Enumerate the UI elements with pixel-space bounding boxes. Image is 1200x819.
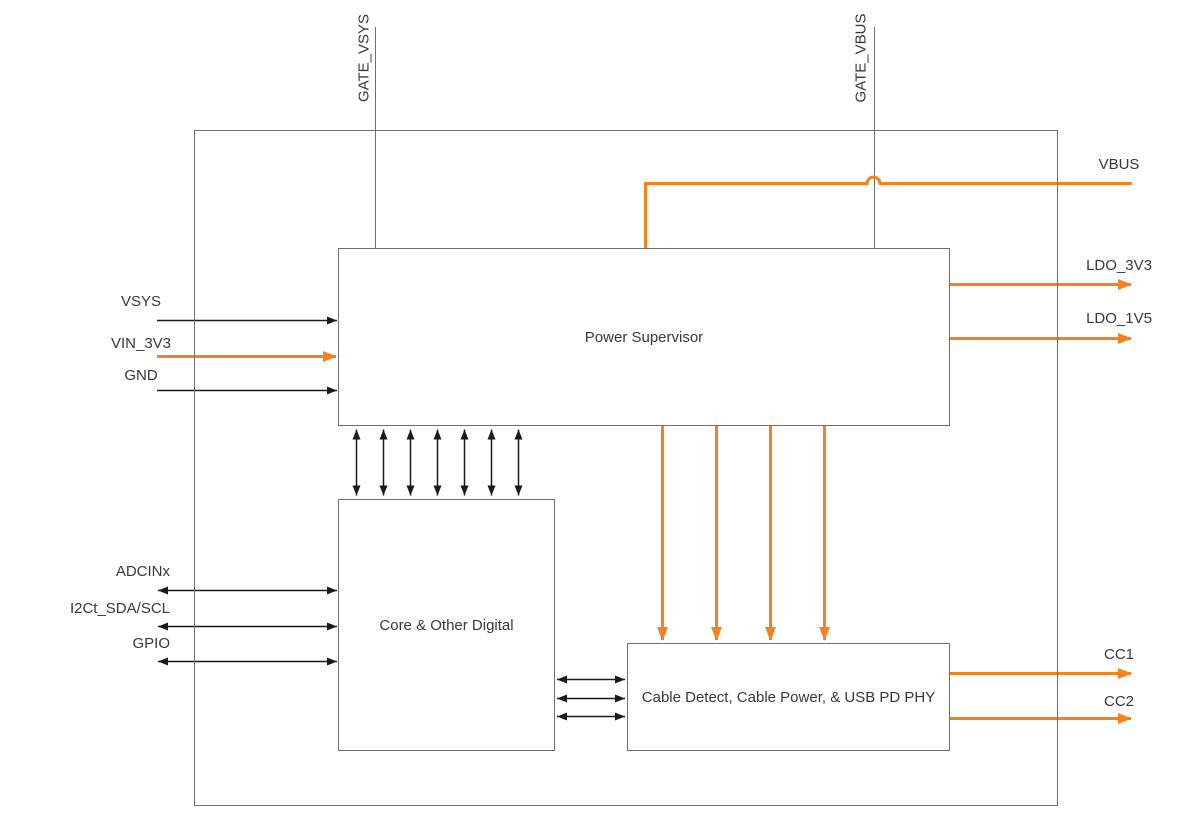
ldo-1v5-pin-label: LDO_1V5 <box>1086 310 1152 327</box>
power-supervisor-label: Power Supervisor <box>584 328 704 346</box>
cc1-pin-label: CC1 <box>1103 646 1134 663</box>
chip-boundary <box>194 130 1058 806</box>
adcinx-pin-label: ADCINx <box>115 563 170 580</box>
power-supervisor-block: Power Supervisor <box>338 248 950 426</box>
cable-detect-label: Cable Detect, Cable Power, & USB PD PHY <box>641 688 936 706</box>
ldo-3v3-pin-label: LDO_3V3 <box>1086 257 1152 274</box>
cc2-pin-label: CC2 <box>1103 693 1134 710</box>
i2c-pin-label: I2Ct_SDA/SCL <box>69 600 170 617</box>
gate-vbus-pin-label: GATE_VBUS <box>852 13 870 103</box>
gnd-pin-label: GND <box>124 367 158 384</box>
core-digital-label: Core & Other Digital <box>379 616 514 634</box>
vsys-pin-label: VSYS <box>120 293 162 310</box>
gate-vsys-pin-label: GATE_VSYS <box>355 13 373 103</box>
vin-3v3-pin-label: VIN_3V3 <box>110 335 172 352</box>
cable-detect-block: Cable Detect, Cable Power, & USB PD PHY <box>627 643 950 751</box>
gpio-pin-label: GPIO <box>132 635 170 652</box>
vbus-pin-label: VBUS <box>1098 156 1140 173</box>
core-digital-block: Core & Other Digital <box>338 499 555 751</box>
vbus-wire <box>644 175 1132 248</box>
